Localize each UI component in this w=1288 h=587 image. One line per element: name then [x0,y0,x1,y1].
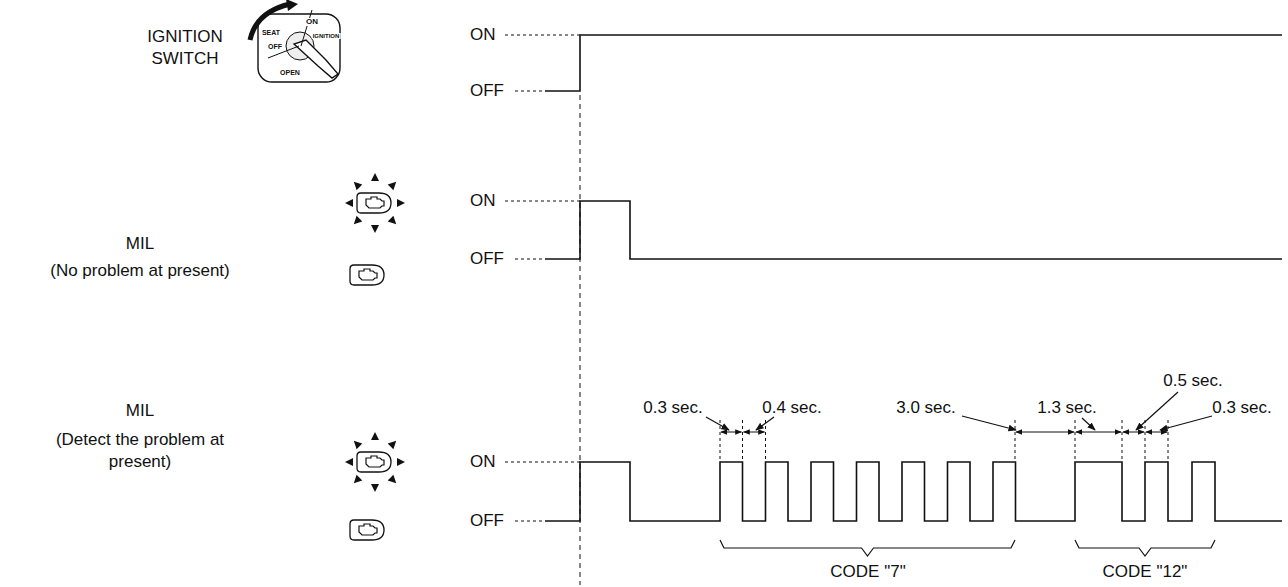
level-label: OFF [470,248,504,270]
dimension-line [1123,432,1144,433]
ignition-switch-icon [250,0,340,82]
level-guide [505,35,580,36]
dimension-line [721,432,742,433]
signal-note: (No problem at present) [50,260,230,282]
time-label: 1.3 sec. [1037,397,1097,419]
dimension-tick [1122,420,1123,460]
time-label: 0.3 sec. [1212,397,1272,419]
dimension-tick [1168,420,1169,460]
dimension-tick [765,420,766,460]
level-guide [515,259,545,260]
dimension-tick [720,420,721,460]
level-label: ON [470,24,496,46]
switch-mark: IGNITION [312,33,341,39]
switch-label: IGNITION SWITCH [135,26,235,70]
signal-note: (Detect the problem at present) [50,429,230,473]
mil-code-waveform [545,462,1282,521]
mil-lamp-on [345,432,405,492]
dimension-line [1016,432,1074,433]
time-label: 0.3 sec. [643,397,703,419]
leader-arrow [706,417,729,430]
ignition-waveform [545,35,1282,91]
leader-arrow [1160,416,1212,430]
switch-mark: OFF [267,43,283,50]
leader-arrow [756,417,774,430]
leader-arrow [1082,418,1095,430]
dimension-tick [1015,420,1016,460]
signal-name: MIL [126,400,154,422]
dimension-line [744,432,765,433]
mil-lamp-off [350,520,384,540]
mil-waveform [545,201,1282,259]
level-label: OFF [470,80,504,102]
switch-mark: ON [305,18,319,26]
dimension-line [1146,432,1167,433]
code-label: CODE "12" [1103,561,1188,583]
level-label: OFF [470,510,504,532]
time-label: 0.4 sec. [762,397,822,419]
mil-lamp-on [345,173,405,233]
leader-arrow [1136,392,1178,430]
dimension-tick [1145,420,1146,460]
time-label: 0.5 sec. [1163,370,1223,392]
time-label: 3.0 sec. [896,397,956,419]
level-guide [505,462,580,463]
level-guide [505,201,580,202]
code-label: CODE "7" [830,561,905,583]
switch-mark: SEAT [261,29,281,36]
dimension-tick [742,420,743,460]
leader-arrow [962,416,1016,430]
level-label: ON [470,451,496,473]
level-label: ON [470,190,496,212]
switch-mark: OPEN [279,69,301,76]
dimension-line [1076,432,1121,433]
dimension-tick [1075,420,1076,460]
signal-name: MIL [126,233,154,255]
mil-lamp-off [350,265,384,285]
code-bracket [720,540,1015,556]
level-guide [515,91,545,92]
level-guide [515,521,545,522]
code-bracket [1075,540,1215,556]
